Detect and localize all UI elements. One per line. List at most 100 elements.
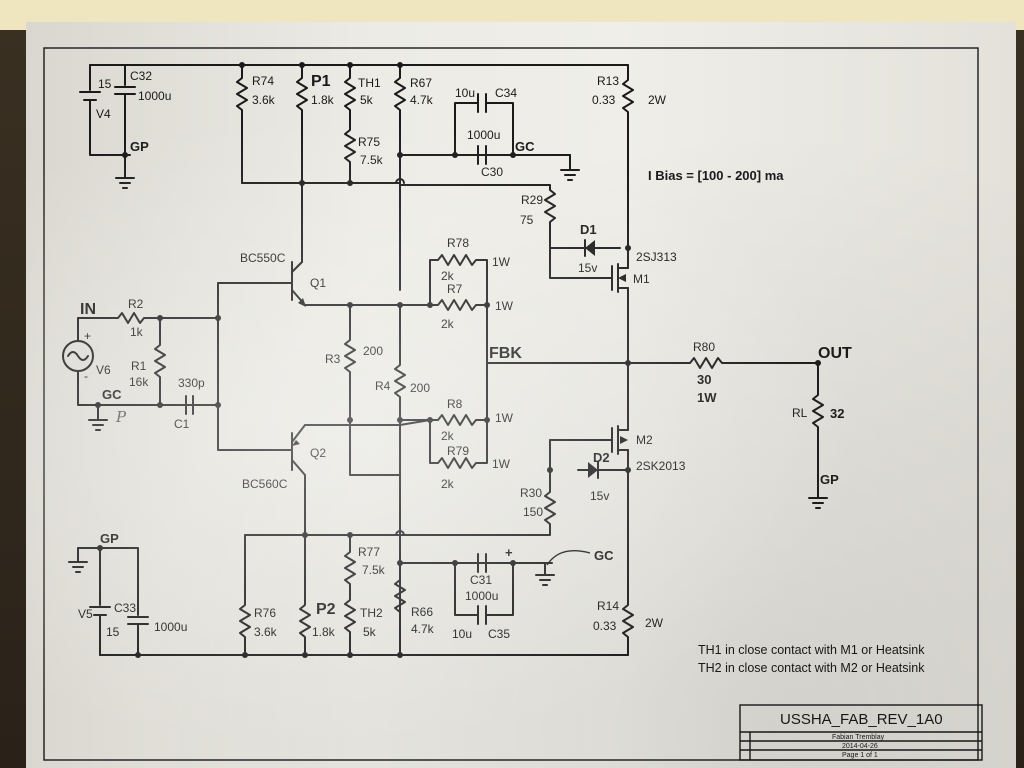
r75-value-label: 7.5k <box>360 153 384 167</box>
c33-capacitor-symbol <box>127 616 149 625</box>
v6-minus-label: - <box>84 369 88 383</box>
r80-resistor-wire <box>486 357 819 369</box>
r76-name-label: R76 <box>254 606 276 620</box>
r8-value-label: 2k <box>441 429 455 443</box>
r74-resistor <box>236 64 248 184</box>
junction-dot <box>397 560 403 566</box>
junction-dot <box>122 152 128 158</box>
c34-name-label: C34 <box>495 86 517 100</box>
r2-resistor-wire <box>77 312 219 324</box>
r77-value-label: 7.5k <box>362 563 386 577</box>
junction-dot <box>427 417 433 423</box>
r13-power-label: 2W <box>648 93 667 107</box>
r7-value-label: 2k <box>441 317 455 331</box>
r3-resistor <box>344 304 356 421</box>
c31-name-label: C31 <box>470 573 492 587</box>
r77-th2-resistors <box>344 534 356 656</box>
rl-resistor <box>812 362 824 499</box>
junction-dot <box>625 360 631 366</box>
junction-dot <box>347 62 353 68</box>
r66-value-label: 4.7k <box>411 622 435 636</box>
m1-name-label: M1 <box>633 272 650 286</box>
gp-right-label: GP <box>820 472 839 487</box>
c30-capacitor-symbol <box>477 145 487 165</box>
ground-icon <box>560 169 580 181</box>
r1-name-label: R1 <box>131 359 147 373</box>
c35-value-label: 10u <box>452 627 472 641</box>
c32-name-label: C32 <box>130 69 152 83</box>
v6-plus-label: + <box>84 329 91 343</box>
title-block-date: 2014-04-26 <box>842 743 878 750</box>
wire <box>89 99 131 156</box>
r8-name-label: R8 <box>447 397 463 411</box>
d1-name-label: D1 <box>580 222 597 237</box>
r76-value-label: 3.6k <box>254 625 278 639</box>
q1-name-label: Q1 <box>310 276 326 290</box>
gc-bottom-label: GC <box>594 548 614 563</box>
r79-power-label: 1W <box>492 457 511 471</box>
wire-crossover <box>395 178 405 291</box>
q2-name-label: Q2 <box>310 446 326 460</box>
junction-dot <box>452 152 458 158</box>
q2-part-label: BC560C <box>242 477 288 491</box>
r30-value-label: 150 <box>523 505 543 519</box>
wire <box>217 282 293 451</box>
junction-dot <box>510 152 516 158</box>
drawing-border <box>43 47 979 761</box>
c30-name-label: C30 <box>481 165 503 179</box>
v5-value-label: 15 <box>106 625 120 639</box>
q1-part-label: BC550C <box>240 251 286 265</box>
r2-name-label: R2 <box>128 297 144 311</box>
d1-zener-diode <box>577 239 596 257</box>
junction-dot <box>427 302 433 308</box>
wire-crossover <box>395 419 405 656</box>
r66-resistor <box>394 579 406 613</box>
r14-value-label: 0.33 <box>593 619 617 633</box>
title-block-author: Fabian Tremblay <box>832 734 885 741</box>
p1-value-label: 1.8k <box>311 93 335 107</box>
c35-name-label: C35 <box>488 627 510 641</box>
r7-resistor <box>429 299 488 311</box>
v5-battery-symbol <box>89 606 111 616</box>
title-block-page: Page 1 of 1 <box>842 752 878 759</box>
title-block <box>739 704 983 761</box>
q1-transistor-symbol <box>291 261 306 307</box>
wire <box>549 247 613 279</box>
handwritten-arrow <box>546 550 591 566</box>
junction-dot <box>484 417 490 423</box>
wire <box>485 562 514 616</box>
r30-name-label: R30 <box>520 486 542 500</box>
r80-name-label: R80 <box>693 340 715 354</box>
r74-name-label: R74 <box>252 74 274 88</box>
q2-transistor-symbol <box>291 424 306 476</box>
r67-name-label: R67 <box>410 76 432 90</box>
junction-dot <box>299 62 305 68</box>
r66-name-label: R66 <box>411 605 433 619</box>
wire <box>99 547 139 616</box>
rl-value-label: 32 <box>830 406 844 421</box>
junction-dot <box>302 652 308 658</box>
m1-part-label: 2SJ313 <box>636 250 677 264</box>
wire <box>349 419 401 476</box>
c34-capacitor-symbol <box>477 93 487 113</box>
c34-value-label: 10u <box>455 86 475 100</box>
th1-value-label: 5k <box>360 93 374 107</box>
gp-bottom-label: GP <box>100 531 119 546</box>
th2-name-label: TH2 <box>360 606 383 620</box>
r67-value-label: 4.7k <box>410 93 434 107</box>
r79-name-label: R79 <box>447 444 469 458</box>
ground-icon <box>115 177 135 189</box>
v5-name-label: V5 <box>78 607 93 621</box>
r80-power-label: 1W <box>697 390 717 405</box>
c31-capacitor-symbol <box>477 553 487 573</box>
handwritten-p-note: P <box>115 408 127 426</box>
c30-value-label: 1000u <box>467 128 500 142</box>
r13-value-label: 0.33 <box>592 93 616 107</box>
r1-value-label: 16k <box>129 375 149 389</box>
gc-top-label: GC <box>515 139 535 154</box>
r8-power-label: 1W <box>495 411 514 425</box>
r14-name-label: R14 <box>597 599 619 613</box>
ibias-note: I Bias = [100 - 200] ma <box>648 168 784 183</box>
r77-name-label: R77 <box>358 545 380 559</box>
